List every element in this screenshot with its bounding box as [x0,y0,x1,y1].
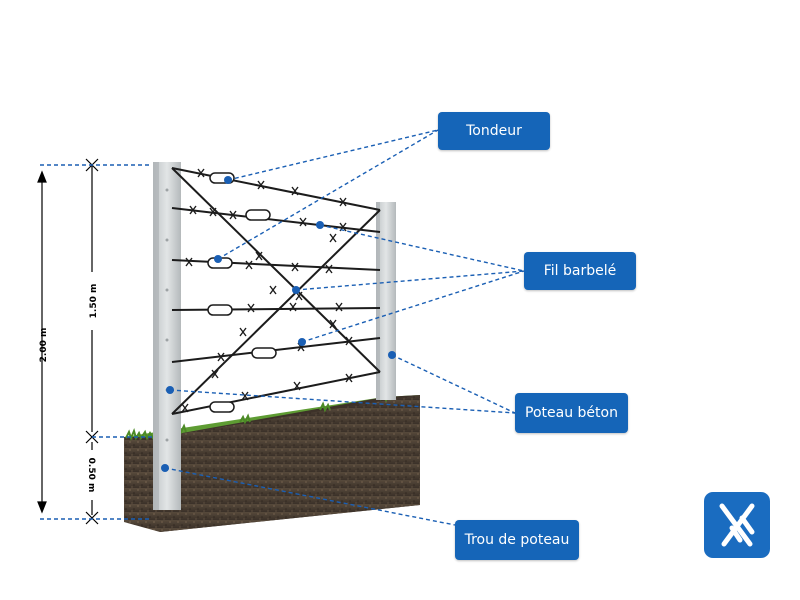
dimension-leaders [40,164,152,520]
dimension-above-ground: 1.50 m [89,284,99,319]
label-concrete-post: Poteau béton [515,393,628,433]
soil-block [124,391,420,532]
wire-tensioners [207,172,277,413]
label-tensioner: Tondeur [438,112,550,150]
barbed-wires [171,167,381,415]
soil-front-face [124,437,160,532]
dimension-total: 2.00 m [39,328,49,363]
concrete-post-left [153,162,181,510]
brand-logo-icon [704,492,770,558]
wire-barbs [181,168,353,413]
tensioner [251,347,277,359]
tensioner [209,401,235,413]
leader-lines [164,129,525,526]
label-barbed-wire: Fil barbelé [524,252,636,290]
soil-right-face [160,395,420,532]
label-post-hole: Trou de poteau [455,520,579,560]
dimension-buried: 0.50 m [86,458,96,493]
concrete-post-right [376,202,396,400]
tensioner [245,209,271,221]
leader-dots [161,176,396,472]
tensioner [207,304,233,316]
